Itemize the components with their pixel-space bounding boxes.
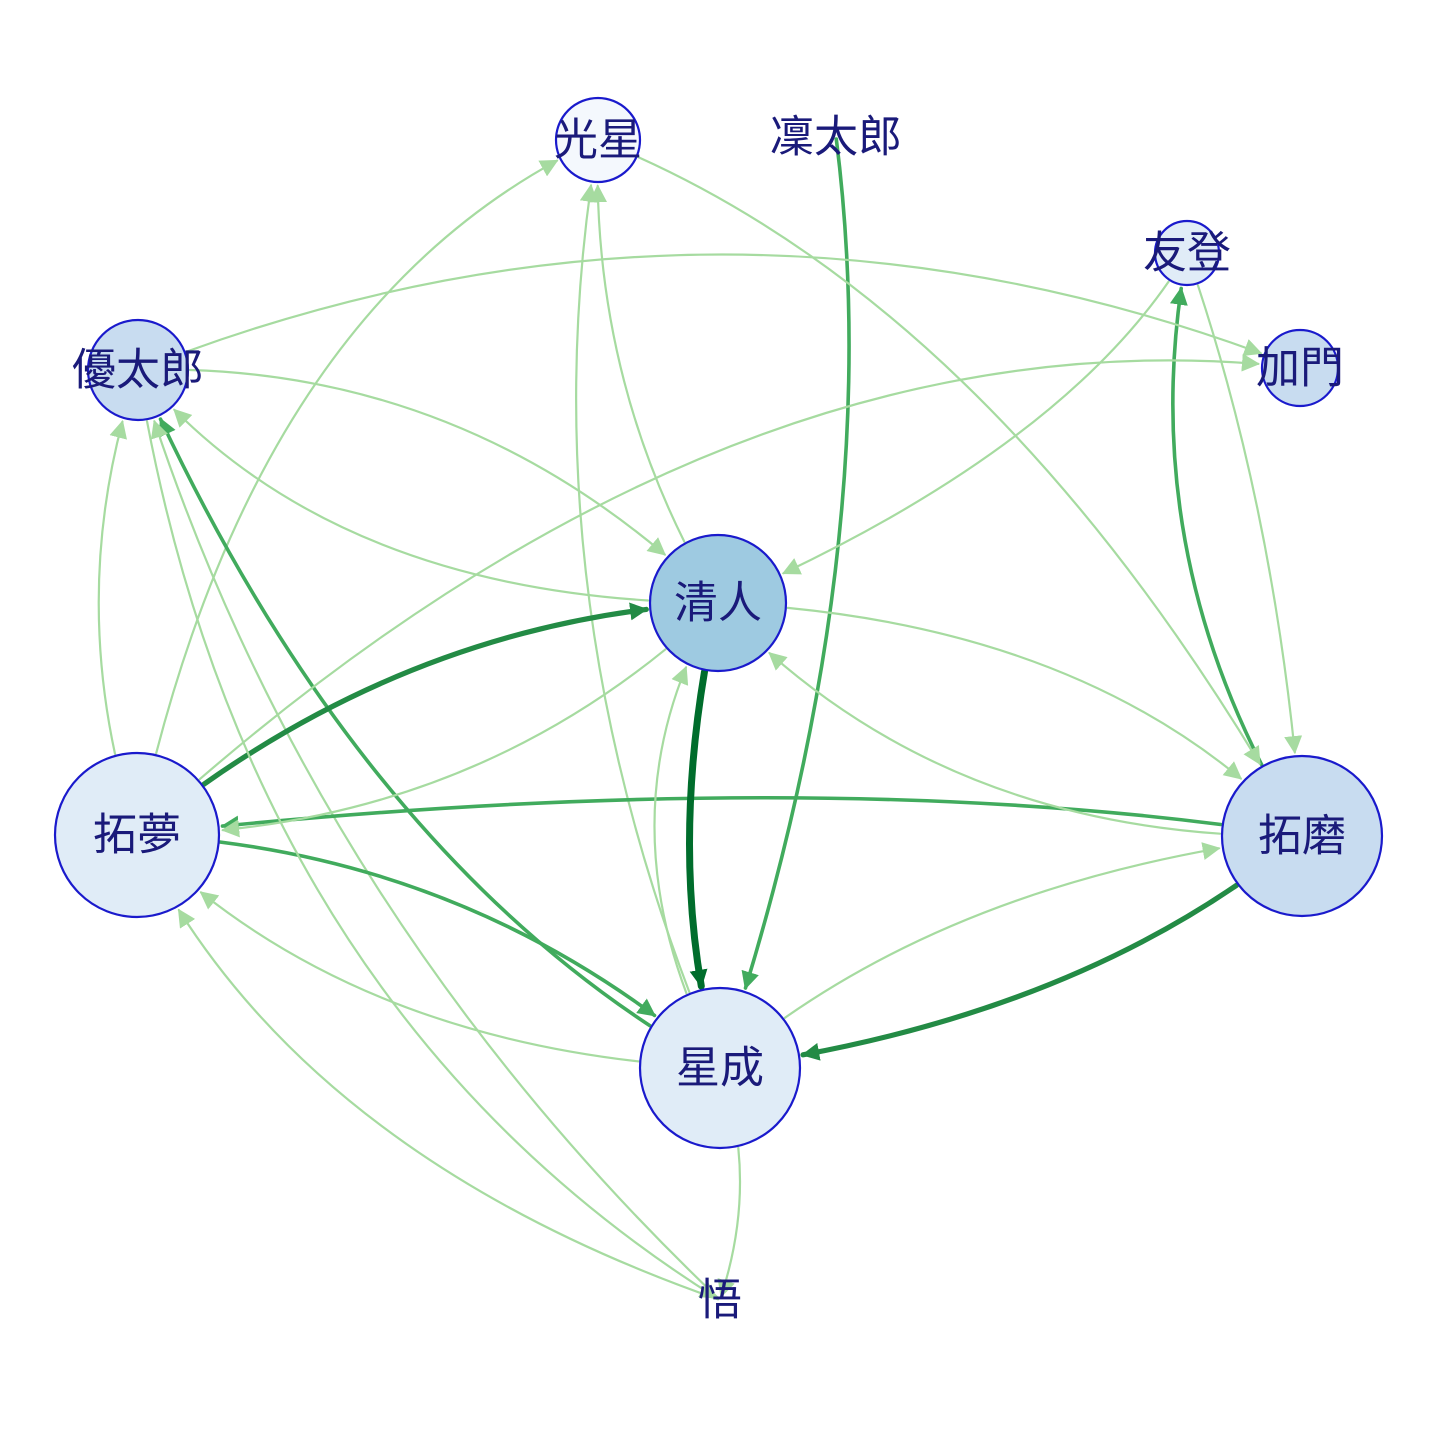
node-kosei-circle xyxy=(554,96,642,184)
edge-takumu-to-kiyoto xyxy=(201,602,649,787)
node-takuma-label: 拓磨 xyxy=(1258,811,1346,862)
node-takuma-circle xyxy=(1220,754,1384,918)
node-kosei: 光星 xyxy=(554,96,642,184)
edge-takumu-to-yutaro xyxy=(97,419,127,755)
node-satoru: 悟 xyxy=(698,1275,742,1326)
node-yutaro: 優太郎 xyxy=(72,318,204,422)
node-seina: 星成 xyxy=(638,986,802,1150)
node-takuma: 拓磨 xyxy=(1220,754,1384,918)
edge-satoru-to-yutaro xyxy=(150,419,720,1300)
edge-takuma-to-takumu xyxy=(220,795,1223,834)
node-yuto: 友登 xyxy=(1143,219,1231,287)
node-kiyoto: 清人 xyxy=(648,533,788,673)
edge-seina-to-satoru xyxy=(717,1146,742,1298)
node-yuto-circle xyxy=(1153,219,1221,287)
node-kiyoto-circle xyxy=(648,533,788,673)
edge-yutaro-to-kamon xyxy=(185,253,1263,356)
edge-yuto-to-kiyoto xyxy=(781,280,1170,575)
edge-kiyoto-to-takuma xyxy=(786,606,1243,780)
node-takumu-label: 拓夢 xyxy=(93,810,181,861)
edge-yuto-to-takuma xyxy=(1196,284,1303,755)
edge-takuma-to-kiyoto xyxy=(768,652,1222,835)
node-rintaro-label: 凜太郎 xyxy=(770,112,902,163)
node-yuto-label: 友登 xyxy=(1143,228,1231,279)
edge-takumu-to-kamon xyxy=(198,353,1260,781)
edge-kosei-to-takuma xyxy=(637,156,1261,766)
node-rintaro: 凜太郎 xyxy=(770,112,902,163)
edge-yutaro-to-satoru xyxy=(145,420,719,1299)
node-kamon: 加門 xyxy=(1256,328,1344,408)
node-yutaro-circle xyxy=(86,318,190,422)
edge-kiyoto-to-seina xyxy=(686,668,708,990)
edge-seina-to-yutaro xyxy=(158,417,652,1028)
edge-kiyoto-to-yutaro xyxy=(173,408,650,602)
node-kiyoto-label: 清人 xyxy=(674,578,762,629)
node-kamon-circle xyxy=(1260,328,1340,408)
node-satoru-label: 悟 xyxy=(698,1275,742,1326)
edge-yutaro-to-kiyoto xyxy=(188,368,667,556)
edge-kiyoto-to-kosei xyxy=(589,184,686,543)
node-seina-circle xyxy=(638,986,802,1150)
edges-layer xyxy=(97,137,1303,1301)
node-kosei-label: 光星 xyxy=(554,115,642,166)
edge-satoru-to-takumu xyxy=(177,908,720,1301)
node-takumu-circle xyxy=(53,751,221,919)
node-yutaro-label: 優太郎 xyxy=(72,345,204,396)
edge-kiyoto-to-takumu xyxy=(221,648,667,838)
edge-seina-to-takuma xyxy=(783,842,1221,1019)
edge-takuma-to-yuto xyxy=(1169,286,1264,767)
node-seina-label: 星成 xyxy=(676,1043,764,1094)
edge-seina-to-takumu xyxy=(199,891,640,1063)
node-kamon-label: 加門 xyxy=(1256,343,1344,394)
edge-takumu-to-seina xyxy=(218,840,657,1018)
edge-seina-to-kosei xyxy=(575,183,691,994)
edge-seina-to-kiyoto xyxy=(653,665,689,995)
node-takumu: 拓夢 xyxy=(53,751,221,919)
edge-takumu-to-kosei xyxy=(155,159,559,755)
edge-takuma-to-seina xyxy=(800,882,1240,1061)
